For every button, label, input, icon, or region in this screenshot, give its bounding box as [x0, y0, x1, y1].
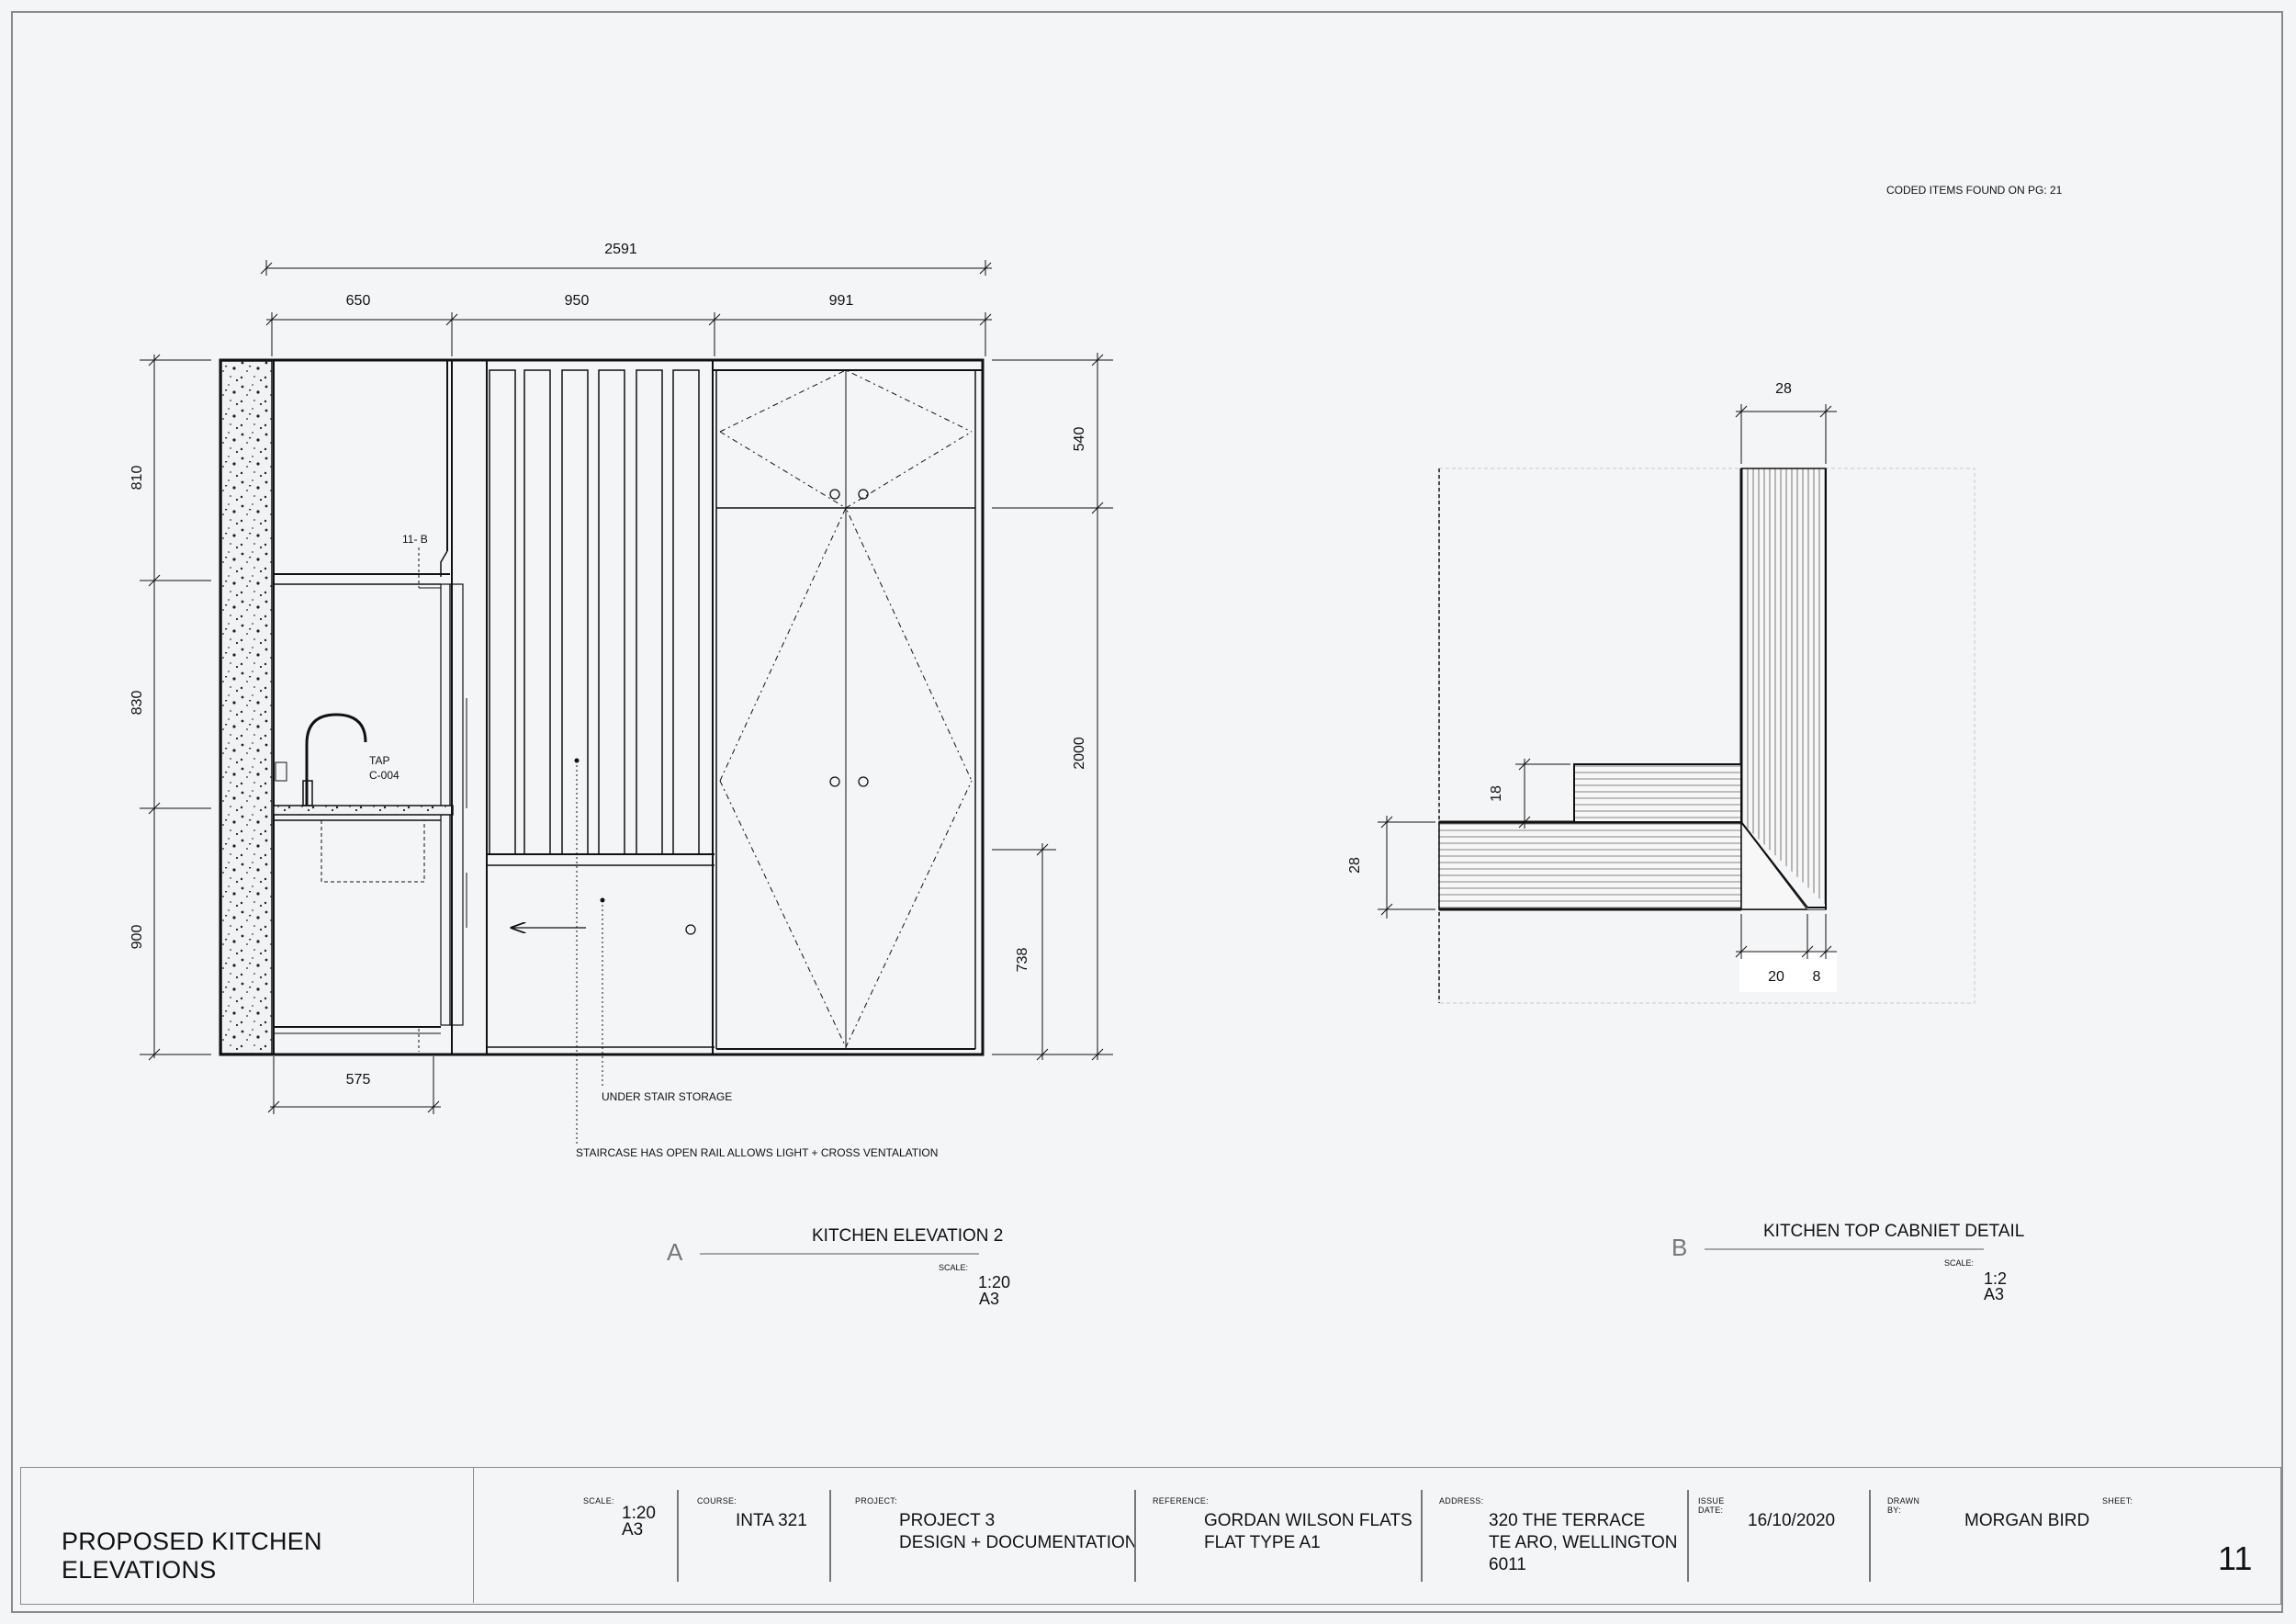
dim-bottom: 575 — [346, 1072, 371, 1088]
tb-issue-date: 16/10/2020 — [1748, 1511, 1836, 1530]
dim-right-2: 2000 — [1072, 737, 1087, 770]
detail-extent — [1438, 468, 1975, 1004]
tap-label: TAP — [369, 754, 389, 767]
tb-issue-caption: ISSUE DATE: — [1698, 1496, 1725, 1515]
dim-left-2: 830 — [129, 691, 145, 716]
storage-handle — [685, 924, 696, 935]
pantry-lower-handle-left — [829, 776, 840, 787]
tb-address-line2: TE ARO, WELLINGTON — [1489, 1533, 1678, 1552]
tb-sheet-number: 11 — [2218, 1539, 2253, 1577]
dim-left-3: 900 — [129, 925, 145, 950]
tb-sheet-caption: SHEET: — [2102, 1496, 2133, 1506]
bottom-dimension — [267, 1056, 441, 1114]
upper-block — [1573, 763, 1742, 823]
pantry-upper-handle-right — [858, 489, 869, 500]
detail-dim-bottom-a: 20 — [1768, 969, 1784, 985]
dim-segment-3: 991 — [829, 293, 854, 309]
tb-course-caption: COURSE: — [697, 1496, 737, 1506]
elevation-a-paper: A3 — [979, 1290, 999, 1308]
elevation-a-letter: A — [667, 1238, 683, 1266]
detail-dim-left: 28 — [1347, 857, 1363, 874]
detail-top-dimension — [1735, 404, 1837, 464]
pantry-lower-handle-right — [858, 776, 869, 787]
tap-code-label: C-004 — [369, 769, 400, 782]
staircase-rail — [451, 360, 715, 1054]
detail-left-dimension — [1378, 816, 1435, 919]
under-stair-storage-label: UNDER STAIR STORAGE — [602, 1090, 732, 1103]
under-stair-storage — [487, 758, 715, 1144]
detail-b-scale-caption: SCALE: — [1944, 1258, 1974, 1268]
tb-project-caption: PROJECT: — [855, 1496, 897, 1506]
drawing-title: PROPOSED KITCHEN ELEVATIONS — [62, 1528, 322, 1584]
tb-project-line2: DESIGN + DOCUMENTATION — [899, 1533, 1138, 1552]
coded-items-note: CODED ITEMS FOUND ON PG: 21 — [1886, 184, 2063, 197]
tb-drawn-by: MORGAN BIRD — [1964, 1511, 2090, 1530]
tb-paper: A3 — [622, 1520, 644, 1539]
horizontal-panel — [1438, 821, 1742, 910]
kitchen-top-cabinet-detail: CODED ITEMS FOUND ON PG: 21 28 — [1347, 184, 2063, 1303]
detail-inner-dimension — [1515, 758, 1570, 829]
tb-address-caption: ADDRESS: — [1439, 1496, 1484, 1506]
detail-b-paper: A3 — [1984, 1285, 2004, 1303]
tb-scale-caption: SCALE: — [583, 1496, 614, 1506]
tag-11-b: 11- B — [402, 533, 428, 546]
tb-scale: 1:20 — [622, 1504, 656, 1523]
detail-dim-bottom-b: 8 — [1813, 969, 1821, 985]
elevation-outline — [219, 358, 985, 1056]
pantry-cabinet — [713, 369, 983, 1050]
right-dimensions — [992, 353, 1113, 1061]
tb-drawn-caption: DRAWN BY: — [1887, 1496, 1920, 1515]
tb-course: INTA 321 — [736, 1511, 807, 1530]
detail-dim-inner: 18 — [1489, 785, 1504, 802]
sheet-border — [11, 11, 2283, 1613]
detail-b-letter: B — [1671, 1234, 1687, 1261]
elevation-a-title: KITCHEN ELEVATION 2 — [812, 1226, 1003, 1246]
detail-b-scale: 1:2 — [1984, 1269, 2007, 1288]
elevation-a-scale: 1:20 — [978, 1273, 1010, 1291]
tb-address-line1: 320 THE TERRACE — [1489, 1511, 1646, 1530]
dim-segment-1: 650 — [346, 293, 371, 309]
detail-b-title: KITCHEN TOP CABNIET DETAIL — [1763, 1222, 2024, 1241]
title-block-main: PROPOSED KITCHEN ELEVATIONS — [21, 1468, 474, 1603]
pantry-upper-handle-left — [829, 489, 840, 500]
tb-reference-caption: REFERENCE: — [1153, 1496, 1210, 1506]
dim-right-3: 738 — [1015, 948, 1030, 973]
left-dimensions — [140, 354, 211, 1061]
top-dimensions — [260, 260, 992, 356]
title-block: PROPOSED KITCHEN ELEVATIONS SCALE: 1:20 … — [20, 1467, 2281, 1605]
vertical-panel — [1740, 468, 1827, 910]
tb-reference-line1: GORDAN WILSON FLATS — [1204, 1511, 1412, 1530]
tb-reference-line2: FLAT TYPE A1 — [1204, 1533, 1321, 1552]
staircase-note: STAIRCASE HAS OPEN RAIL ALLOWS LIGHT + C… — [576, 1146, 938, 1159]
tb-address-line3: 6011 — [1489, 1555, 1526, 1574]
dim-left-1: 810 — [129, 466, 145, 491]
dim-right-1: 540 — [1072, 427, 1087, 452]
dim-overall: 2591 — [604, 242, 637, 257]
detail-dim-top: 28 — [1775, 381, 1792, 397]
dim-segment-2: 950 — [565, 293, 590, 309]
kitchen-elevation-a: 2591 650 950 991 810 830 900 — [129, 242, 1113, 1308]
elevation-a-scale-caption: SCALE: — [939, 1263, 968, 1272]
kitchen-cabinetry — [273, 360, 467, 1054]
detail-bottom-dimension — [1735, 914, 1837, 959]
terrazzo-wall — [220, 360, 273, 1054]
tb-project-line1: PROJECT 3 — [899, 1511, 996, 1530]
